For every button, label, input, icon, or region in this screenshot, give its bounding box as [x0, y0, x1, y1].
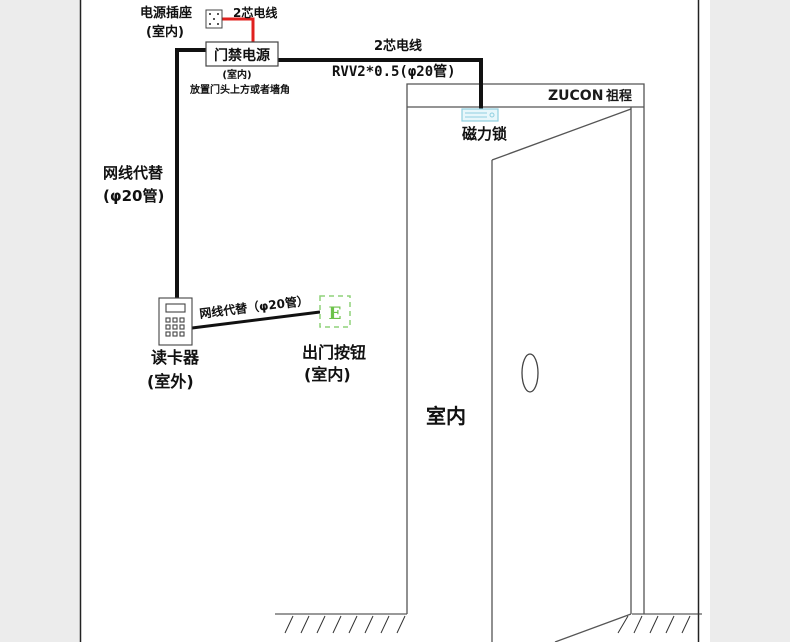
- door-handle-icon: [521, 353, 539, 393]
- button-wire: [191, 310, 321, 330]
- room-label: 室内: [426, 404, 466, 428]
- reader-wire-label: 网线代替: [103, 164, 164, 182]
- door-frame: [406, 83, 645, 614]
- maglock-icon: [461, 108, 499, 122]
- card-reader-icon: [158, 297, 193, 346]
- power-note-label: 放置门头上方或者墙角: [189, 83, 290, 96]
- main-wire: [278, 58, 483, 110]
- power-location-label: (室内): [222, 68, 251, 81]
- main-wire-spec-label: RVV2*0.5(φ20管): [332, 63, 456, 80]
- door-leaf: [491, 108, 632, 642]
- socket-label: 电源插座: [140, 5, 192, 21]
- maglock-label: 磁力锁: [462, 125, 507, 143]
- power-socket-icon: [205, 9, 223, 29]
- power-wire: [222, 17, 255, 42]
- reader-label: 读卡器: [151, 348, 200, 367]
- exit-button-location-label: (室内): [304, 365, 351, 384]
- exit-button-icon: E: [319, 295, 351, 328]
- power-supply-label: 门禁电源: [214, 47, 270, 64]
- exit-button-label: 出门按钮: [302, 343, 366, 362]
- reader-wire-spec-label: (φ20管): [103, 187, 164, 205]
- brand-logo-cn: 祖程: [605, 88, 632, 104]
- socket-location-label: (室内): [146, 24, 184, 40]
- main-wire-label: 2芯电线: [374, 38, 422, 54]
- socket-wire-label: 2芯电线: [233, 5, 277, 20]
- reader-wire: [175, 48, 206, 298]
- brand-logo: ZUCON: [548, 88, 603, 104]
- reader-location-label: (室外): [147, 372, 194, 391]
- floor-left: [275, 613, 407, 634]
- exit-button-letter: E: [329, 304, 342, 324]
- power-supply-box: [205, 41, 279, 67]
